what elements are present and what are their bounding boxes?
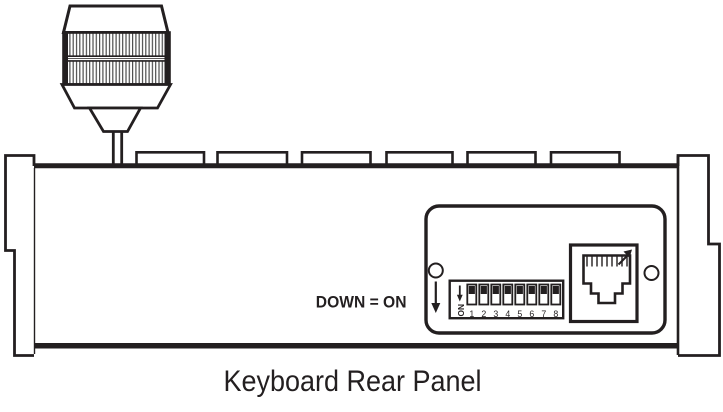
- dip-switch-slot-1: [466, 283, 478, 306]
- dip-switch-block: ON: [448, 279, 565, 320]
- down-on-label: DOWN = ON: [316, 293, 407, 312]
- dip-switch-handle-6: [528, 286, 535, 294]
- dip-switch-handle-5: [516, 286, 523, 294]
- pin-direction-arrow-icon: [617, 249, 632, 266]
- mounting-bracket-right: [676, 154, 721, 357]
- joystick-top-cap: [61, 4, 170, 34]
- connector-recess: ON: [424, 204, 667, 335]
- dip-switch-slot-2: [478, 283, 490, 306]
- figure-caption: Keyboard Rear Panel: [224, 365, 482, 399]
- dip-switch-slot-4: [502, 283, 514, 306]
- joystick-grip-endbar: [164, 32, 170, 85]
- mounting-tab: [466, 151, 537, 166]
- dip-number: 6: [529, 309, 534, 319]
- down-arrow-icon: [431, 281, 441, 313]
- panel-body: [4, 151, 721, 357]
- dip-switch-slot-5: [514, 283, 526, 306]
- dip-switch-handle-7: [540, 286, 547, 294]
- dip-switch-slot-7: [538, 283, 550, 306]
- dip-on-arrow-icon: [456, 285, 463, 302]
- joystick-lower-housing: [59, 83, 173, 110]
- dip-switch-handle-3: [492, 286, 499, 294]
- dip-number: 7: [541, 309, 546, 319]
- mounting-tab: [216, 151, 289, 166]
- dip-on-label: ON: [456, 304, 466, 317]
- screw-hole-right: [643, 265, 660, 281]
- dip-number: 2: [481, 309, 486, 319]
- dip-number: 5: [517, 309, 522, 319]
- mounting-bracket-left: [4, 154, 36, 357]
- dip-switch-handle-4: [504, 286, 511, 294]
- joystick-neck: [87, 106, 143, 133]
- rj45-jack: [568, 243, 639, 324]
- dip-switch-slot-3: [490, 283, 502, 306]
- dip-switch-handle-8: [552, 286, 559, 294]
- dip-number: 3: [493, 309, 498, 319]
- dip-number: 1: [469, 309, 474, 319]
- mounting-tab: [549, 151, 621, 166]
- dip-switch-slot-6: [526, 283, 538, 306]
- dip-number: 4: [505, 309, 510, 319]
- mounting-tab: [300, 151, 372, 166]
- dip-number: 8: [553, 309, 558, 319]
- dip-switch-slot-8: [550, 283, 562, 306]
- dip-switch-handle-2: [480, 286, 487, 294]
- joystick: [59, 4, 173, 167]
- mounting-tab: [135, 151, 206, 166]
- rj45-opening: [582, 254, 632, 305]
- screw-hole-left: [427, 262, 444, 279]
- mounting-tab: [385, 151, 454, 166]
- joystick-grip-endbar: [62, 32, 68, 85]
- dip-switch-handle-1: [468, 286, 475, 294]
